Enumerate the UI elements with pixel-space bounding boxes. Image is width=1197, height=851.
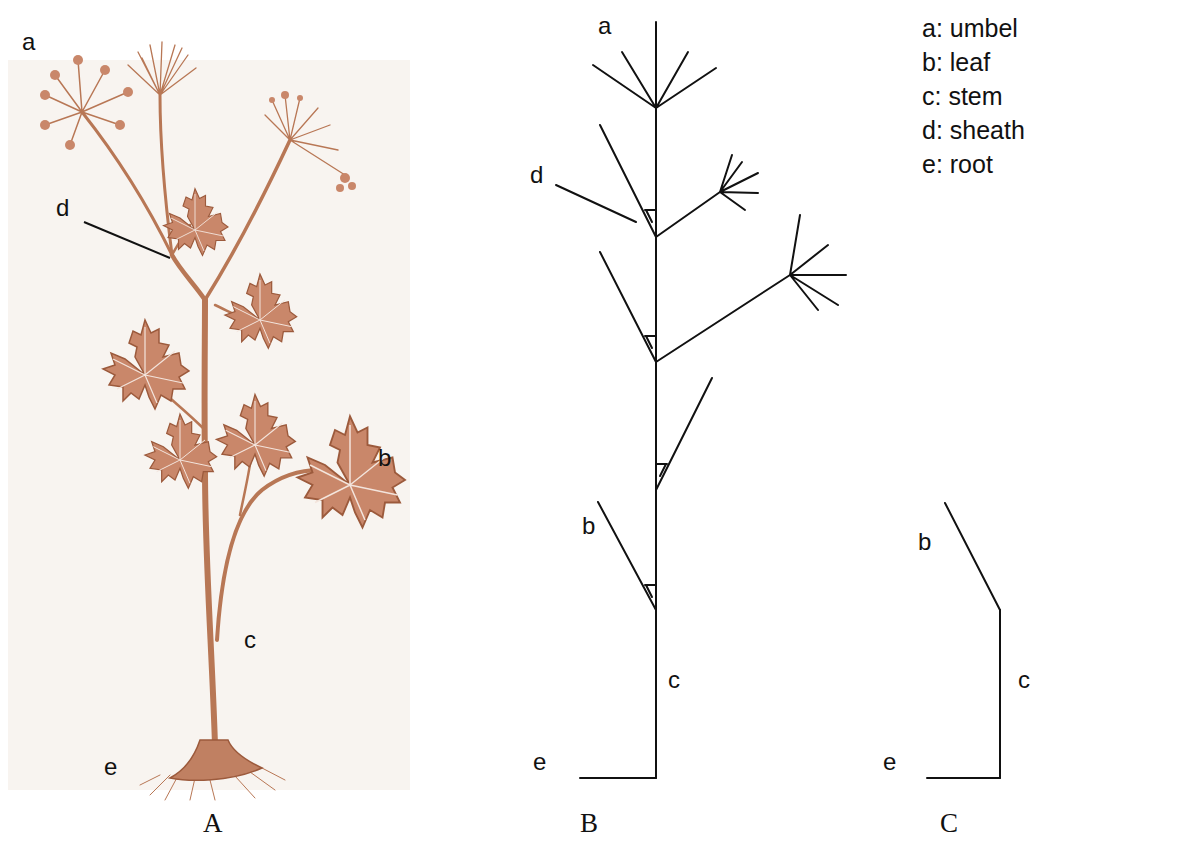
legend-text: a: umbel xyxy=(922,16,1018,41)
part-letter: b xyxy=(378,446,391,470)
panel-letter: B xyxy=(580,810,598,837)
panel-letter: C xyxy=(940,810,958,837)
part-letter: a xyxy=(22,30,35,54)
legend-text: c: stem xyxy=(922,84,1003,109)
part-letter: e xyxy=(104,755,117,779)
part-letter: b xyxy=(918,530,931,554)
legend-text: d: sheath xyxy=(922,118,1025,143)
legend-text: b: leaf xyxy=(922,50,990,75)
part-letter: d xyxy=(56,196,69,220)
topology-sketch xyxy=(556,22,846,778)
illustration-ground xyxy=(8,60,410,790)
panel-letter: A xyxy=(203,810,223,837)
part-letter: b xyxy=(582,514,595,538)
part-letter: e xyxy=(533,750,546,774)
plant-illustration xyxy=(8,42,410,800)
minimal-sketch xyxy=(927,503,1000,778)
part-letter: a xyxy=(598,14,611,38)
leader-line xyxy=(84,222,170,258)
part-letter: c xyxy=(668,668,680,692)
part-letter: d xyxy=(530,163,543,187)
legend-text: e: root xyxy=(922,152,993,177)
part-letter: c xyxy=(1018,668,1030,692)
part-letter: c xyxy=(244,628,256,652)
part-letter: e xyxy=(883,750,896,774)
